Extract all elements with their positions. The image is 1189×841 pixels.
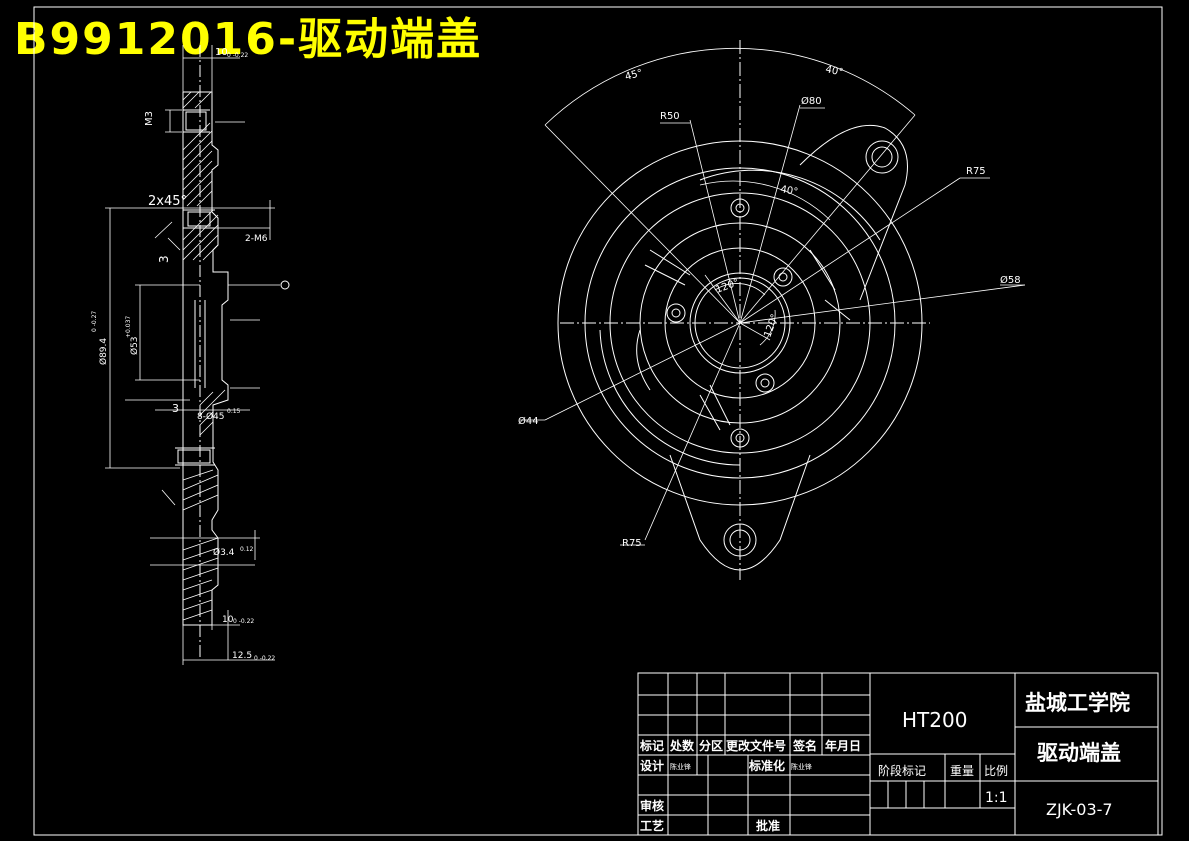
dim-top-height: 10 (215, 47, 228, 58)
title-block-grid (637, 672, 1159, 836)
drawing-title-banner: B9912016-驱动端盖 (14, 14, 483, 65)
dim-three-b: 3 (172, 402, 179, 415)
title-block: HT200 盐城工学院 驱动端盖 ZJK-03-7 1:1 阶段标记 重量 比例… (639, 691, 1130, 833)
row-label-date: 年月日 (825, 738, 861, 753)
dim-twelve-tol: 0 -0.22 (254, 655, 275, 662)
dim-d89-tol: 0 -0.27 (91, 311, 98, 332)
front-dimension-labels: 45° 40° R50 Ø80 R75 40° Ø58 120° 120° Ø4… (518, 64, 1021, 549)
label-r50: R50 (660, 111, 680, 122)
standard-name: 陈业锋 (791, 762, 812, 771)
label-r75-top: R75 (966, 166, 986, 177)
row-label-count: 处数 (669, 738, 695, 753)
drawing-number: ZJK-03-7 (1046, 800, 1113, 819)
label-d44: Ø44 (518, 415, 539, 427)
dim-thread: 2-M6 (245, 234, 268, 244)
label-r75-bottom: R75 (622, 538, 642, 549)
label-angle-40-inner: 40° (779, 184, 798, 198)
dim-top-tol: 0 -0.22 (227, 52, 248, 59)
dim-d3: Ø3.4 (213, 547, 235, 558)
dim-chamfer: 2x45° (148, 194, 187, 209)
scale-value: 1:1 (985, 790, 1008, 806)
stage-mark-label: 阶段标记 (878, 763, 926, 778)
dim-holes-tol: 0.15 (227, 408, 241, 415)
row-label-signature: 签名 (792, 738, 817, 753)
part-name: 驱动端盖 (1037, 741, 1121, 765)
label-angle-45: 45° (624, 68, 644, 83)
approve-label: 批准 (756, 818, 780, 833)
section-dimension-labels: 10 0 -0.22 M3 2x45° 2-M6 3 Ø89.4 0 -0.27… (91, 47, 275, 662)
label-d80: Ø80 (801, 95, 822, 107)
dim-three-a: 3 (157, 255, 171, 263)
dim-twelve: 12.5 (232, 651, 252, 661)
dim-d3-tol: 0.12 (240, 546, 254, 553)
dim-ten: 10 (222, 615, 234, 625)
row-label-mark: 标记 (639, 738, 664, 753)
process-label: 工艺 (640, 818, 664, 833)
dim-d53-tol: +0.037 (125, 316, 132, 338)
section-view (105, 45, 290, 665)
design-label: 设计 (640, 758, 664, 773)
dim-ten-tol: 0 -0.22 (233, 618, 254, 625)
dim-m3: M3 (144, 111, 155, 126)
dim-holes: 8-Ø45 (197, 411, 225, 422)
dim-d89: Ø89.4 (98, 338, 109, 365)
front-view (520, 40, 1026, 580)
label-angle-120a: 120° (714, 277, 740, 296)
dim-d53: Ø53 (129, 336, 140, 355)
label-d58: Ø58 (1000, 274, 1021, 286)
standard-label: 标准化 (748, 758, 785, 773)
material-label: HT200 (902, 708, 967, 732)
ratio-label: 比例 (984, 764, 1008, 778)
row-label-zone: 分区 (699, 738, 723, 753)
school-name: 盐城工学院 (1025, 691, 1130, 715)
drawing-frame (33, 6, 1163, 836)
row-label-change-doc: 更改文件号 (726, 738, 786, 753)
label-angle-40-top: 40° (824, 64, 844, 78)
review-label: 审核 (640, 798, 664, 813)
design-name: 陈业锋 (670, 762, 691, 771)
label-angle-120b: 120° (762, 313, 781, 339)
weight-label: 重量 (950, 764, 974, 778)
